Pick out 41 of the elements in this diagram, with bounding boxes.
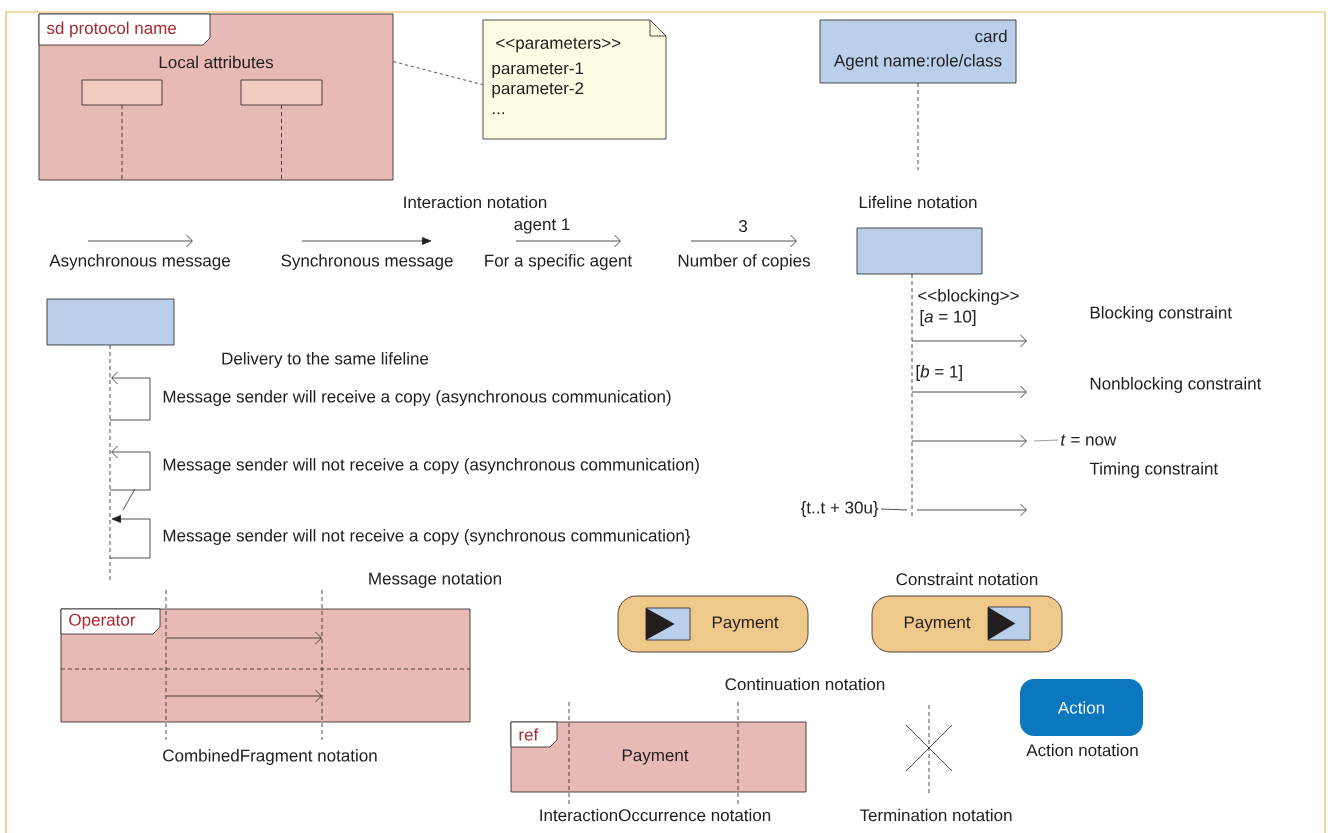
attribute-box: [240, 79, 323, 106]
message-caption: Message sender will not receive a copy (asynchronous communication): [163, 458, 699, 474]
note: <<parameters>> parameter-1 parameter-2 ...: [482, 19, 667, 140]
constraint-caption: Blocking constraint: [1090, 306, 1232, 322]
arrow-caption: For a specific agent: [485, 254, 633, 270]
lifeline-head: [856, 227, 983, 275]
guard-label: [b = 1]: [916, 365, 962, 381]
notation-caption: Action notation: [1026, 743, 1138, 757]
notation-caption: Delivery to the same lifeline: [222, 352, 429, 368]
frame-tab: ref: [510, 721, 558, 748]
notation-caption: Continuation notation: [725, 677, 885, 691]
connector-line: [393, 61, 483, 85]
timing-label: {t..t + 30u}: [800, 501, 879, 517]
arrow-caption: Synchronous message: [281, 254, 453, 270]
arrow-caption: Number of copies: [678, 254, 810, 270]
message-caption: Message sender will not receive a copy (synchronous communication}: [163, 529, 691, 545]
frame-tab: Operator: [60, 608, 161, 635]
notation-caption: Termination notation: [859, 808, 1012, 822]
message-caption: Message sender will receive a copy (asynchronous communication): [163, 390, 671, 406]
frame-label: Payment: [622, 749, 689, 765]
action-box: Action: [1020, 679, 1143, 736]
lifeline-head: card Agent name:role/class: [819, 19, 1017, 84]
notation-caption: Message notation: [369, 572, 501, 588]
notation-caption: CombinedFragment notation: [163, 749, 377, 765]
message-label: agent 1: [514, 218, 570, 234]
notation-caption: Lifeline notation: [859, 195, 977, 209]
notation-caption: InteractionOccurrence notation: [540, 808, 771, 822]
constraint-caption: Nonblocking constraint: [1090, 377, 1262, 393]
leader-line: [880, 508, 908, 511]
arrow-caption: Asynchronous message: [49, 254, 230, 270]
attribute-box: [81, 79, 163, 106]
guard-label: [a = 10]: [920, 310, 976, 326]
message-label: 3: [738, 220, 747, 233]
frame-label: Local attributes: [159, 55, 273, 69]
timing-label: t = now: [1061, 434, 1117, 446]
stereotype-label: <<blocking>>: [918, 289, 1019, 305]
leader-line: [1033, 439, 1059, 442]
constraint-caption: Timing constraint: [1089, 462, 1219, 478]
frame-tab: sd protocol name: [38, 13, 211, 46]
lifeline-head: [46, 298, 175, 346]
notation-caption: Interaction notation: [404, 195, 547, 209]
